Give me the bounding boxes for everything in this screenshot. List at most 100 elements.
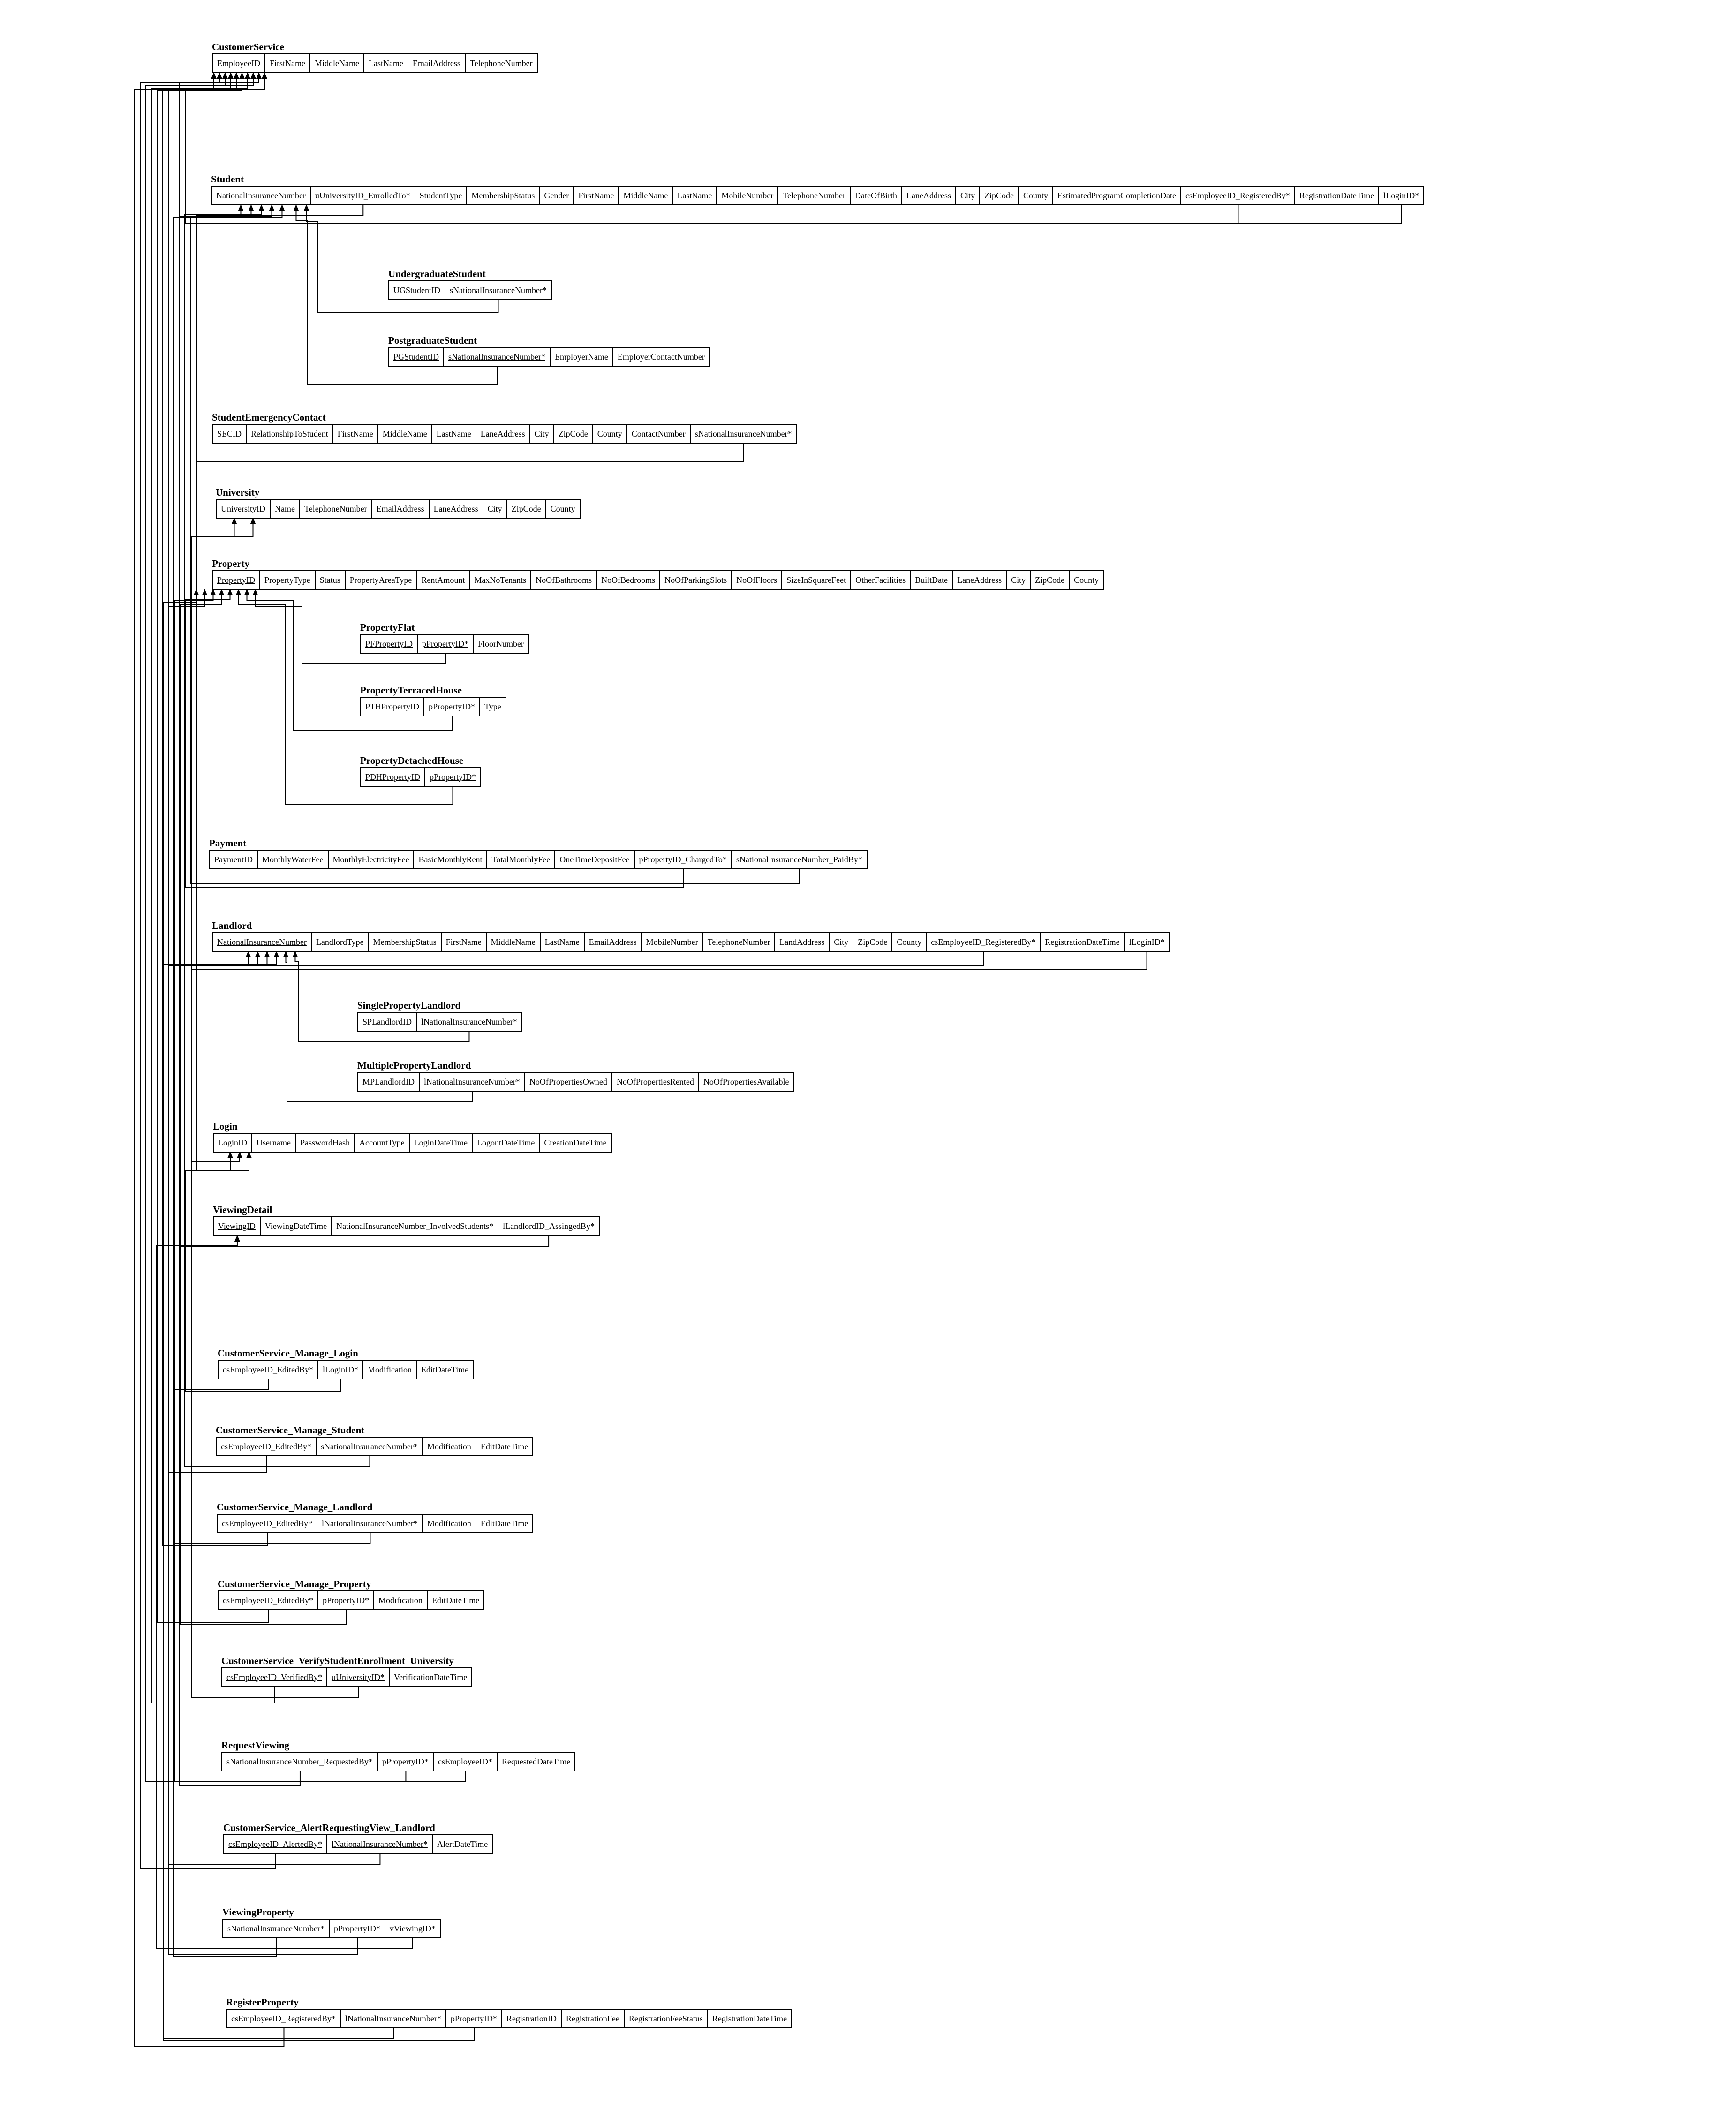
- attribute: EmailAddress: [585, 933, 642, 951]
- attribute: NoOfPropertiesRented: [612, 1073, 699, 1091]
- entity-title: RegisterProperty: [226, 1997, 299, 2008]
- attribute: LaneAddress: [902, 187, 956, 204]
- arrowhead: [303, 204, 309, 211]
- entity-title: PostgraduateStudent: [388, 335, 477, 346]
- attribute: EditDateTime: [421, 1364, 469, 1374]
- attribute: MonthlyWaterFee: [258, 851, 329, 868]
- entity-title: CustomerService_Manage_Property: [218, 1578, 371, 1590]
- key-attribute: EmployeeID: [213, 54, 265, 72]
- relationship-line: [180, 957, 550, 1247]
- entity-requestviewing: RequestViewing sNationalInsuranceNumber_R…: [221, 1740, 576, 1771]
- attribute: FirstName: [333, 425, 378, 443]
- arrowhead: [283, 951, 289, 957]
- relationship-line: [151, 79, 275, 1703]
- key-attribute: PaymentID: [210, 851, 258, 868]
- attribute: LaneAddress: [476, 425, 530, 443]
- entity-title: CustomerService_VerifyStudentEnrollment_…: [221, 1655, 454, 1666]
- arrowhead: [293, 204, 299, 211]
- relationship-line: [185, 1158, 341, 1392]
- attribute: RegistrationFeeStatus: [625, 2010, 708, 2027]
- entity-title: Property: [212, 558, 250, 569]
- key-attribute: pPropertyID*: [424, 698, 480, 716]
- key-attribute: PDHPropertyID: [361, 768, 425, 786]
- attribute: EstimatedProgramCompletionDate: [1053, 187, 1181, 204]
- key-attribute: csEmployeeID*: [434, 1753, 498, 1771]
- attribute: Modification: [423, 1515, 476, 1532]
- attribute-row: csEmployeeID_EditedBy*pPropertyID*Modifi…: [218, 1590, 485, 1610]
- attribute: NoOfPropertiesOwned: [525, 1073, 612, 1091]
- attribute: ZipCode: [853, 933, 893, 951]
- attribute: EditDateTime: [431, 1595, 480, 1605]
- key-attribute: csEmployeeID_VerifiedBy*: [222, 1668, 327, 1686]
- key-attribute: NationalInsuranceNumber: [213, 933, 312, 951]
- attribute: TelephoneNumber: [300, 500, 372, 518]
- arrowhead: [269, 204, 275, 211]
- attribute: SizeInSquareFeet: [782, 571, 852, 589]
- key-attribute: ViewingID: [214, 1217, 261, 1235]
- attribute: EmployerName: [551, 348, 613, 366]
- attribute: NoOfBedrooms: [597, 571, 661, 589]
- arrowhead: [193, 589, 199, 595]
- attribute: lLoginID*: [1129, 937, 1165, 947]
- attribute: LandlordType: [312, 933, 369, 951]
- attribute: MonthlyElectricityFee: [329, 851, 415, 868]
- key-attribute: sNationalInsuranceNumber*: [450, 285, 547, 295]
- attribute-row: csEmployeeID_VerifiedBy*uUniversityID*Ve…: [221, 1667, 473, 1687]
- key-attribute: sNationalInsuranceNumber_RequestedBy*: [222, 1753, 378, 1771]
- attribute-row: csEmployeeID_EditedBy*lNationalInsurance…: [217, 1514, 534, 1533]
- arrowhead: [261, 72, 267, 79]
- attribute: County: [550, 504, 575, 513]
- attribute: lNationalInsuranceNumber*: [420, 1073, 525, 1091]
- attribute: RequestedDateTime: [501, 1756, 571, 1766]
- arrowhead: [227, 1152, 233, 1158]
- attribute: RegistrationDateTime: [1295, 187, 1380, 204]
- key-attribute: csEmployeeID_EditedBy*: [219, 1361, 318, 1379]
- entity-title: RequestViewing: [221, 1740, 290, 1751]
- relationship-line: [295, 211, 498, 385]
- attribute: NoOfPropertiesAvailable: [703, 1077, 789, 1086]
- entity-title: StudentEmergencyContact: [212, 412, 326, 423]
- key-attribute: sNationalInsuranceNumber*: [444, 348, 551, 366]
- attribute: RegistrationFee: [562, 2010, 625, 2027]
- attribute: NoOfBathrooms: [531, 571, 597, 589]
- attribute: FirstName: [265, 54, 310, 72]
- attribute: DateOfBirth: [851, 187, 902, 204]
- attribute: EditDateTime: [480, 1441, 528, 1451]
- relationship-line: [184, 211, 370, 1467]
- entity-title: CustomerService_Manage_Login: [218, 1348, 358, 1359]
- key-attribute: lNationalInsuranceNumber*: [317, 1515, 423, 1532]
- key-attribute: lNationalInsuranceNumber*: [327, 1835, 433, 1853]
- attribute: PasswordHash: [296, 1134, 355, 1152]
- entity-title: Payment: [209, 837, 247, 849]
- attribute: City: [530, 425, 554, 443]
- arrowhead: [250, 72, 256, 79]
- attribute: ViewingDateTime: [261, 1217, 332, 1235]
- key-attribute: pPropertyID*: [418, 635, 474, 653]
- attribute: Status: [316, 571, 346, 589]
- arrowhead: [292, 951, 298, 957]
- key-attribute: csEmployeeID_EditedBy*: [218, 1515, 317, 1532]
- attribute: ContactNumber: [627, 425, 691, 443]
- attribute-row: csEmployeeID_EditedBy*lLoginID*Modificat…: [218, 1360, 474, 1379]
- attribute: MiddleName: [487, 933, 541, 951]
- attribute: AlertDateTime: [437, 1839, 488, 1849]
- relationship-line: [294, 957, 470, 1042]
- key-attribute: pPropertyID*: [378, 1753, 434, 1771]
- key-attribute: sNationalInsuranceNumber*: [223, 1920, 330, 1937]
- attribute: EditDateTime: [480, 1518, 528, 1528]
- attribute: CreationDateTime: [544, 1138, 607, 1147]
- arrowhead: [244, 589, 250, 595]
